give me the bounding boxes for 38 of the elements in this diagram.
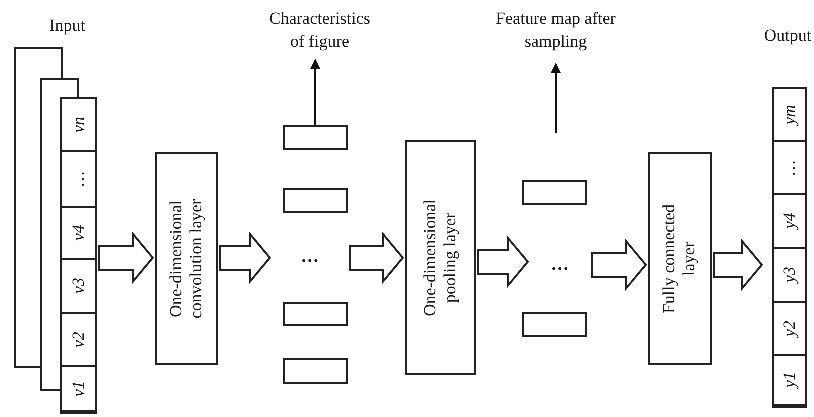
block-arrow [349,231,404,285]
ellipsis: … [272,242,348,270]
cell-label: y2 [779,320,800,337]
arrow [310,59,320,125]
block-arrow [98,231,154,285]
layer-label: One-dimensional convolution layer [166,198,206,320]
feature-map-box [283,125,348,150]
feature-map-box [522,312,587,337]
block-arrow [713,238,764,292]
cell-label: v4 [68,224,88,242]
cell-label: y3 [779,266,800,284]
cell-label: y1 [779,372,800,388]
cell-label: ym [779,104,800,124]
cell-label: … [68,171,88,187]
cell-label: v1 [68,380,88,397]
feature-map-box [283,302,348,326]
cell-label: y4 [779,212,800,230]
arrow [551,63,561,133]
feature-map-box [283,188,348,213]
block-arrow [219,231,272,285]
cell-label: … [779,160,800,176]
layer-label: One-dimensional pooling layer [420,198,460,318]
block-arrow [477,235,530,289]
column-heading: Input [48,16,86,36]
annotation-text: Feature map after sampling [496,8,616,62]
cell-label: v3 [68,278,88,294]
ellipsis: … [530,250,590,278]
annotation-text: Characteristics of figure [265,8,375,58]
feature-map-box [522,180,587,205]
layer-box [405,140,476,375]
layer-label: Fully connected layer [660,202,700,316]
cell-label: v2 [68,331,88,348]
layer-box [155,152,218,365]
cell-label: vn [68,116,88,133]
column-heading: Output [764,26,812,46]
feature-map-box [283,358,348,384]
layer-box [648,152,712,365]
block-arrow [591,238,648,292]
